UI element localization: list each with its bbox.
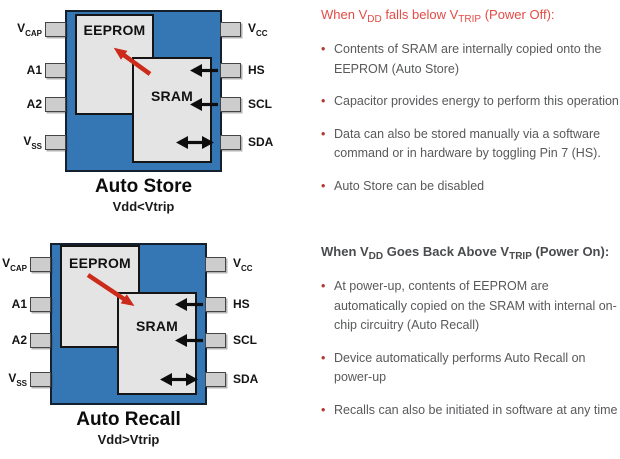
power-off-heading: When VDD falls below VTRIP (Power Off): [321, 7, 555, 25]
pin-label-hs: HS [233, 297, 250, 311]
list-item: •At power-up, contents of EEPROM are aut… [321, 279, 617, 332]
bullet-dot: • [321, 178, 326, 193]
pin-label-hs: HS [248, 63, 265, 77]
hs-arrow-icon [190, 64, 218, 77]
bullet-dot: • [321, 42, 326, 56]
pin-sda [220, 135, 241, 150]
pin-label-vcap: VCAP [2, 256, 27, 273]
store-transfer-arrow-icon [113, 47, 152, 76]
scl-arrow-icon [190, 98, 218, 111]
pin-label-vss: VSS [23, 134, 42, 151]
pin-sda [205, 372, 226, 387]
list-item: •Recalls can also be initiated in softwa… [321, 401, 620, 421]
eeprom-label: EEPROM [83, 22, 146, 38]
pin-scl [205, 333, 226, 348]
bullet-dot: • [321, 402, 326, 417]
diagram-condition: Vdd<Vtrip [112, 199, 175, 214]
diagram-condition: Vdd>Vtrip [97, 432, 160, 447]
pin-label-a1: A1 [26, 63, 42, 77]
diagram-title: Auto Recall [76, 409, 181, 430]
bullet-dot: • [321, 126, 326, 141]
bullet-dot: • [321, 350, 326, 365]
power-on-section: When VDD Goes Back Above VTRIP (Power On… [321, 243, 620, 433]
pin-label-vcc: VCC [233, 256, 253, 273]
pin-vcc [205, 257, 226, 272]
pin-a1 [30, 297, 51, 312]
sram-label: SRAM [150, 88, 194, 104]
sram-label: SRAM [135, 318, 179, 334]
pin-label-vss: VSS [8, 371, 27, 388]
recall-transfer-arrow-icon [86, 273, 135, 306]
sda-bidirectional-arrow-icon [176, 136, 214, 149]
pin-label-vcc: VCC [248, 21, 268, 38]
pin-label-vcap: VCAP [17, 21, 42, 38]
bullet-dot: • [321, 94, 326, 108]
pin-vss [45, 135, 66, 150]
power-on-heading: When VDD Goes Back Above VTRIP (Power On… [321, 244, 610, 262]
pin-hs [220, 63, 241, 78]
power-on-bullet-list: •At power-up, contents of EEPROM are aut… [321, 277, 620, 420]
pin-scl [220, 97, 241, 112]
scl-arrow-icon [175, 334, 203, 347]
pin-label-a2: A2 [11, 333, 27, 347]
eeprom-label: EEPROM [69, 255, 131, 271]
pin-hs [205, 297, 226, 312]
pin-label-sda: SDA [233, 372, 259, 386]
pin-a2 [45, 97, 66, 112]
list-item: •Capacitor provides energy to perform th… [321, 92, 620, 112]
diagram-title: Auto Store [94, 176, 193, 197]
list-item: •Data can also be stored manually via a … [321, 126, 601, 161]
list-item: •Device automatically performs Auto Reca… [321, 350, 586, 385]
pin-a1 [45, 63, 66, 78]
pin-label-scl: SCL [248, 97, 272, 111]
bullet-dot: • [321, 279, 326, 293]
pin-vcc [220, 22, 241, 37]
pin-vcap [45, 22, 66, 37]
hs-arrow-icon [175, 298, 203, 311]
pin-label-scl: SCL [233, 333, 257, 347]
pin-vss [30, 372, 51, 387]
pin-label-sda: SDA [248, 135, 274, 149]
pin-a2 [30, 333, 51, 348]
pin-label-a1: A1 [11, 297, 27, 311]
list-item: •Auto Store can be disabled [321, 177, 620, 197]
power-off-section: When VDD falls below VTRIP (Power Off): … [321, 6, 620, 209]
pin-vcap [30, 257, 51, 272]
pin-label-a2: A2 [26, 97, 42, 111]
power-off-bullet-list: •Contents of SRAM are internally copied … [321, 40, 620, 196]
sda-bidirectional-arrow-icon [160, 373, 198, 386]
list-item: •Contents of SRAM are internally copied … [321, 42, 602, 76]
